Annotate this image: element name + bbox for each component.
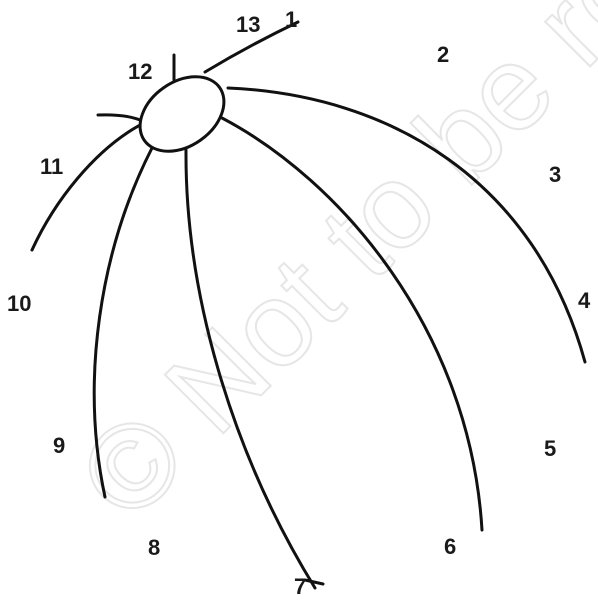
label-12: 12 [128, 59, 152, 84]
label-2: 2 [437, 42, 449, 67]
curve-to-10 [32, 125, 140, 250]
label-6: 6 [444, 534, 456, 559]
label-5: 5 [544, 436, 556, 461]
label-8: 8 [148, 535, 160, 560]
label-3: 3 [549, 162, 561, 187]
label-7: 7 [294, 574, 306, 599]
label-11: 11 [40, 154, 63, 179]
curve-to-7-tick [305, 580, 323, 584]
label-9: 9 [53, 433, 65, 458]
label-10: 10 [7, 291, 31, 316]
label-4: 4 [578, 288, 591, 313]
label-1: 1 [285, 7, 297, 32]
label-13: 13 [236, 12, 260, 37]
curve-to-11 [98, 115, 140, 120]
